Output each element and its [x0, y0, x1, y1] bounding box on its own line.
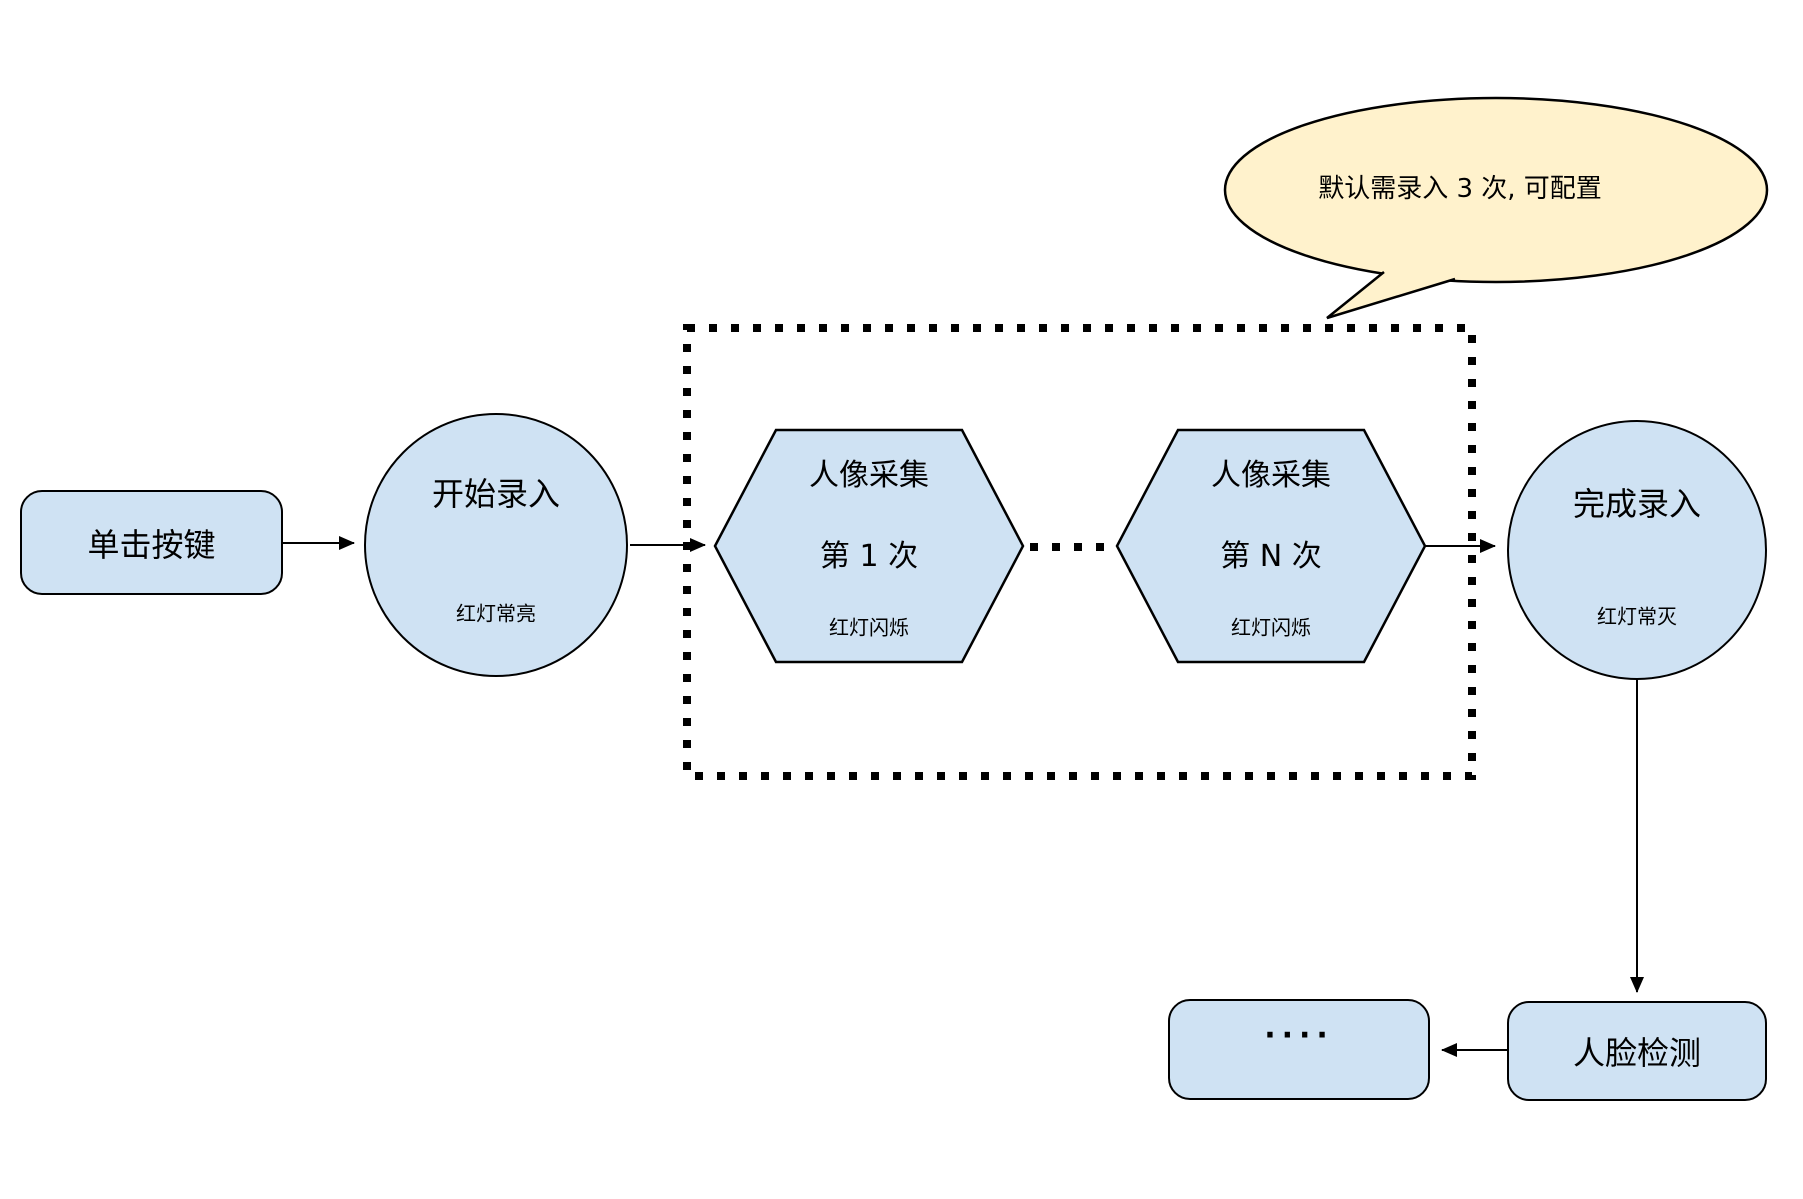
- hexagon-capture-nth-title: 人像采集: [1211, 457, 1331, 493]
- node-start-enroll: 开始录入 红灯常亮: [364, 413, 628, 677]
- node-face-detect: 人脸检测: [1507, 1001, 1767, 1101]
- hexagon-capture-first-subtitle: 红灯闪烁: [829, 615, 909, 640]
- node-finish-enroll-subtitle: 红灯常灭: [1597, 604, 1677, 629]
- node-start-enroll-subtitle: 红灯常亮: [456, 601, 536, 626]
- hexagon-capture-nth-subtitle: 红灯闪烁: [1231, 615, 1311, 640]
- hexagon-capture-first-line2: 第 1 次: [819, 538, 919, 574]
- callout-bubble-tail: [1326, 271, 1456, 320]
- node-finish-enroll: 完成录入 红灯常灭: [1507, 420, 1767, 680]
- hexagon-capture-nth-line2: 第 N 次: [1220, 538, 1322, 574]
- node-face-detect-label: 人脸检测: [1572, 1034, 1701, 1072]
- node-finish-enroll-title: 完成录入: [1572, 485, 1701, 523]
- node-click-button: 单击按键: [20, 490, 283, 595]
- node-more-steps-label: ....: [1264, 1010, 1334, 1046]
- callout-text: 默认需录入 3 次, 可配置: [1318, 174, 1602, 205]
- node-more-steps: ....: [1168, 999, 1430, 1100]
- hexagon-capture-first-title: 人像采集: [809, 457, 929, 493]
- callout-bubble: [1223, 96, 1769, 284]
- node-click-button-label: 单击按键: [87, 525, 216, 564]
- node-start-enroll-title: 开始录入: [431, 475, 560, 513]
- hexagon-capture-first: [713, 428, 1025, 664]
